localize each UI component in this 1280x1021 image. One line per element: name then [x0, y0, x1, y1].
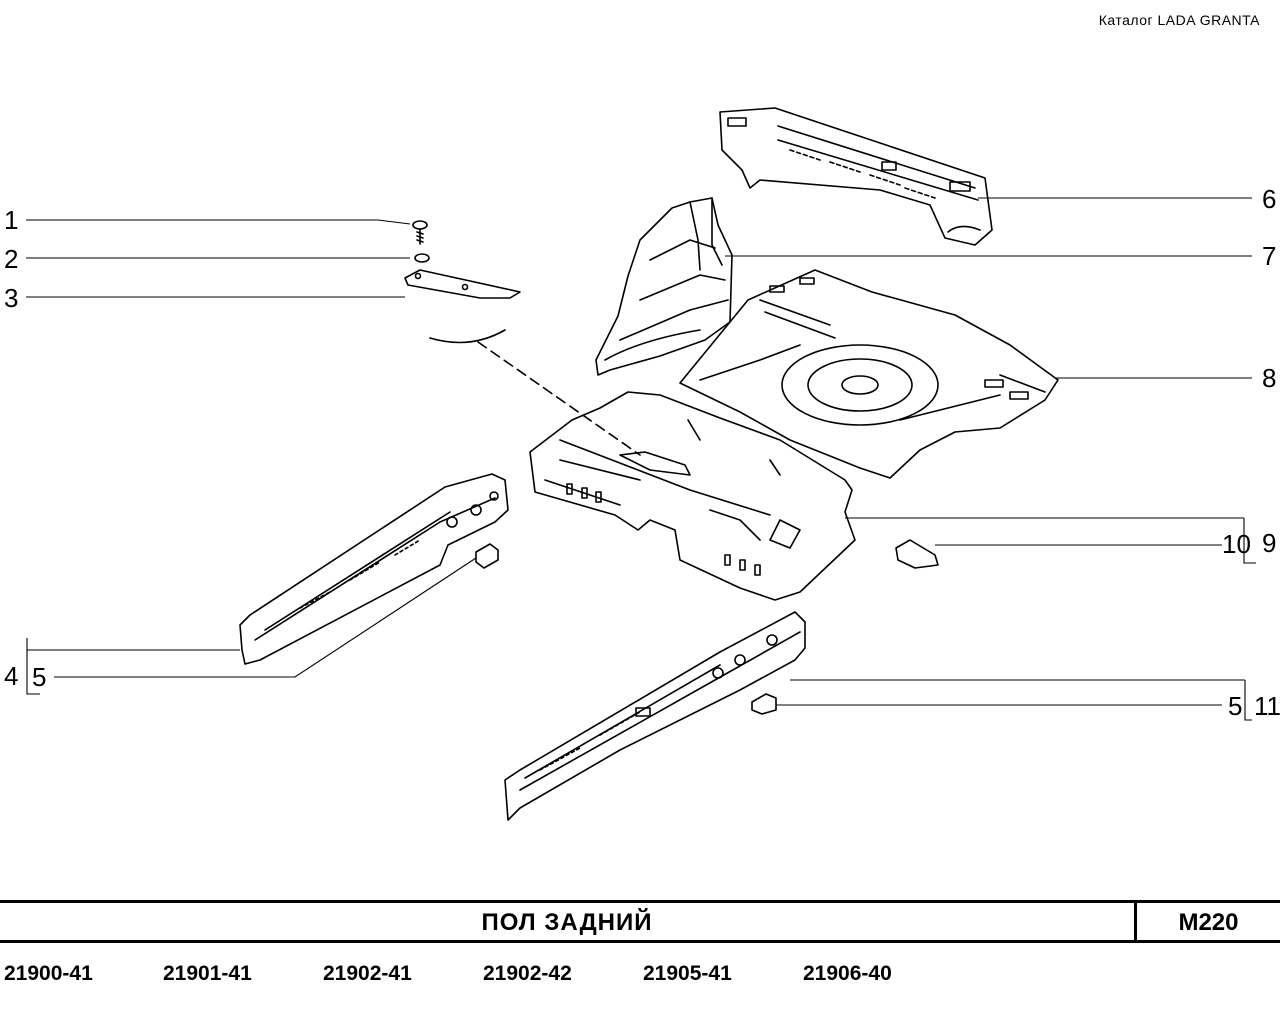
- callout-5-left: 5: [32, 662, 46, 692]
- part-rear-floor: [679, 269, 1059, 479]
- callout-9: 9: [1262, 528, 1276, 558]
- catalog-label: Каталог LADA GRANTA: [1098, 12, 1260, 28]
- callout-4: 4: [4, 661, 18, 691]
- callout-7: 7: [1262, 241, 1276, 271]
- model-code: 21905-41: [643, 962, 732, 985]
- title-bar: ПОЛ ЗАДНИЙ M220: [0, 900, 1280, 943]
- callout-3: 3: [4, 283, 18, 313]
- part-middle-floor: [529, 391, 856, 601]
- model-code: 21902-42: [483, 962, 572, 985]
- callout-10: 10: [1222, 529, 1251, 559]
- callout-11: 11: [1254, 691, 1280, 721]
- part-right-bracket: [751, 693, 777, 715]
- callout-2: 2: [4, 244, 18, 274]
- callout-1: 1: [4, 205, 18, 235]
- part-rear-panel: [719, 107, 993, 246]
- model-code: 21900-41: [4, 962, 93, 985]
- part-left-sill: [239, 473, 509, 665]
- part-screw: [412, 220, 428, 245]
- title-separator: [1134, 903, 1137, 940]
- model-list: 21900-41 21901-41 21902-41 21902-42 2190…: [0, 962, 1280, 1002]
- model-code: 21902-41: [323, 962, 412, 985]
- model-code: 21906-40: [803, 962, 892, 985]
- part-left-bracket: [475, 543, 499, 569]
- part-side-panel: [595, 197, 733, 376]
- section-code: M220: [1178, 909, 1239, 936]
- page-title: ПОЛ ЗАДНИЙ: [481, 909, 653, 936]
- callout-8: 8: [1262, 363, 1276, 393]
- part-bracket-10: [895, 539, 939, 569]
- model-code: 21901-41: [163, 962, 252, 985]
- callout-5-right: 5: [1228, 691, 1242, 721]
- part-washer: [414, 253, 430, 263]
- callout-6: 6: [1262, 184, 1276, 214]
- part-plate: [404, 269, 521, 299]
- part-right-sill: [504, 611, 806, 821]
